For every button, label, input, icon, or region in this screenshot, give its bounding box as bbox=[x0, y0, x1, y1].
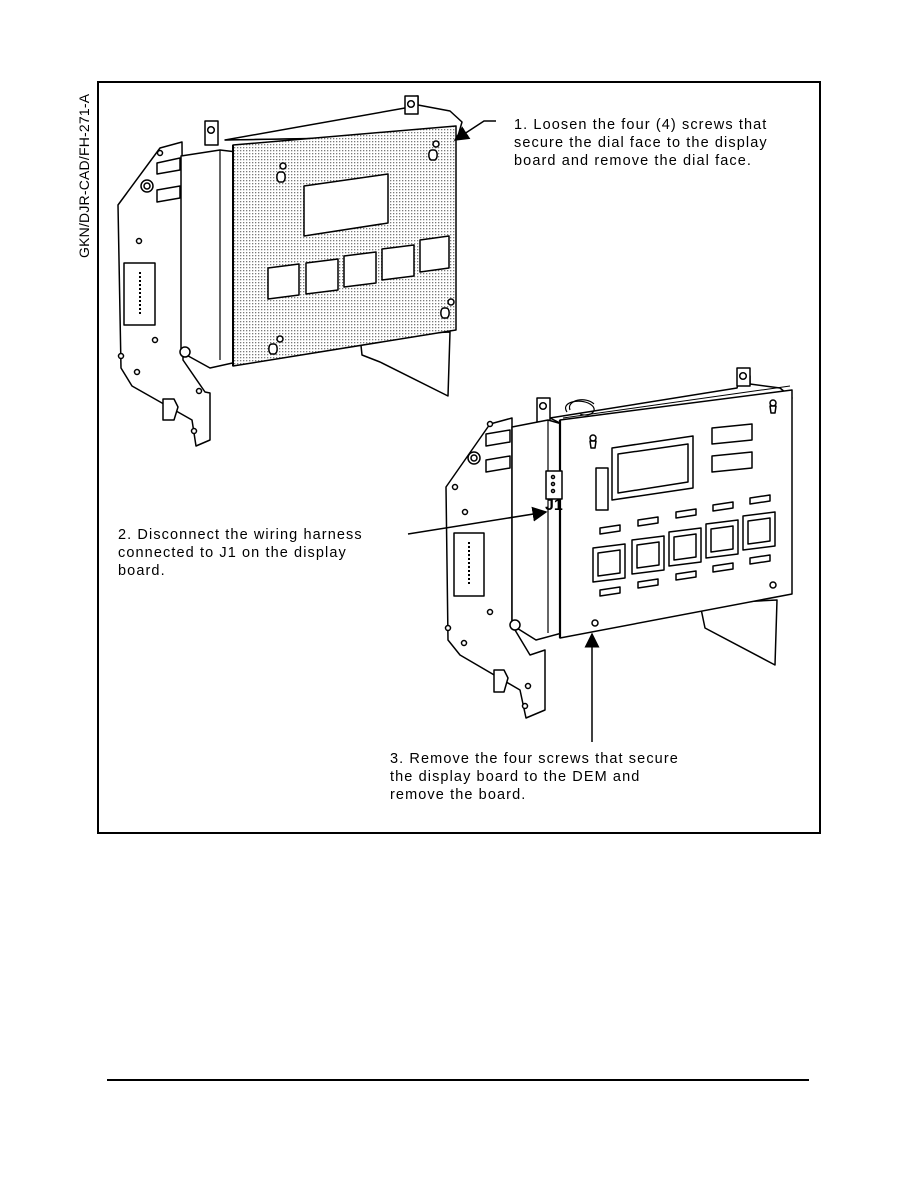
callout-step3-line: 3. Remove the four screws that secure bbox=[390, 751, 679, 767]
callout-step2-line: 2. Disconnect the wiring harness bbox=[118, 527, 363, 543]
callout-step2-line: connected to J1 on the display bbox=[118, 545, 347, 561]
callout-step3-line: the display board to the DEM and bbox=[390, 769, 641, 785]
callout-step2-line: board. bbox=[118, 563, 166, 579]
figure-frame bbox=[97, 81, 821, 834]
left-bracket-top bbox=[117, 141, 211, 447]
callout-step1-line: board and remove the dial face. bbox=[514, 153, 753, 169]
bottom-assembly bbox=[444, 367, 793, 719]
board-screw-icon bbox=[589, 399, 777, 627]
callout-step2: 2. Disconnect the wiring harness connect… bbox=[118, 526, 363, 580]
callout-step1-line: 1. Loosen the four (4) screws that bbox=[514, 117, 768, 133]
callout-step3: 3. Remove the four screws that secure th… bbox=[390, 750, 679, 804]
callout-step1: 1. Loosen the four (4) screws that secur… bbox=[514, 116, 768, 170]
footer-rule bbox=[107, 1079, 809, 1081]
callout-step1-line: secure the dial face to the display bbox=[514, 135, 768, 151]
screw-icon bbox=[268, 140, 455, 355]
top-assembly bbox=[117, 95, 463, 447]
arrow-step2 bbox=[407, 506, 548, 535]
callout-step3-line: remove the board. bbox=[390, 787, 527, 803]
j1-label: J1 bbox=[545, 497, 563, 514]
left-bracket-bottom bbox=[445, 417, 546, 719]
side-box-top bbox=[180, 149, 238, 369]
arrow-step1 bbox=[453, 120, 496, 141]
